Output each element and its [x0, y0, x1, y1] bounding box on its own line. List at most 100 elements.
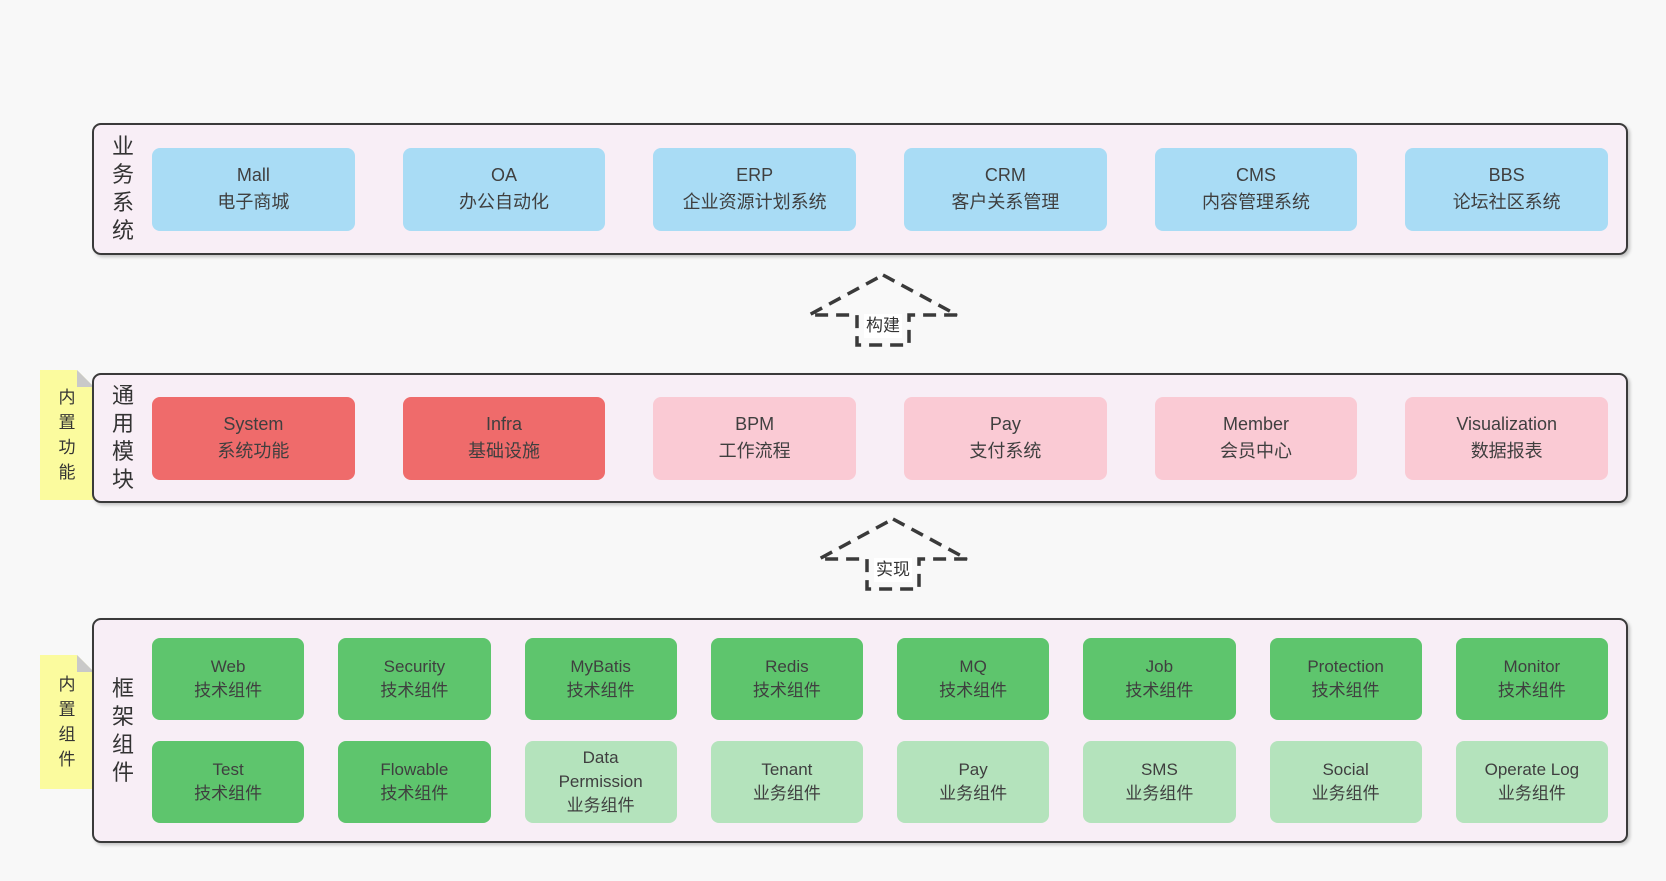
box-title: CMS	[1236, 165, 1277, 185]
box-subtitle: 技术组件	[752, 681, 821, 700]
panel-boxes: Mall 电子商城 OA 办公自动化 ERP 企业资源计划系统 CRM 客户关系…	[152, 125, 1626, 253]
box-operate-log: Operate Log 业务组件	[1455, 741, 1608, 823]
box-mq: MQ 技术组件	[897, 638, 1050, 720]
note-label: 内置组件	[58, 675, 76, 769]
box-subtitle: 技术组件	[380, 784, 449, 803]
panel-label: 通用模块	[94, 375, 152, 501]
box-title: Mall	[236, 165, 270, 185]
box-subtitle: 技术组件	[566, 681, 635, 700]
box-web: Web 技术组件	[152, 638, 305, 720]
box-title: Tenant	[761, 760, 813, 779]
box-title: OA	[491, 165, 518, 185]
box-title: Flowable	[380, 760, 449, 779]
box-title: Web	[210, 657, 246, 676]
box-title: Infra	[485, 414, 523, 434]
box-social: Social 业务组件	[1269, 741, 1422, 823]
box-title: Redis	[765, 657, 809, 676]
box-subtitle: 内容管理系统	[1202, 192, 1311, 212]
box-title: Pay	[989, 414, 1021, 434]
component-row-1: Web 技术组件 Security 技术组件 MyBatis 技术组件 Redi…	[152, 638, 1608, 720]
panel-label: 框架组件	[94, 620, 152, 841]
box-tenant: Tenant 业务组件	[710, 741, 863, 823]
box-title: Protection	[1307, 657, 1384, 676]
box-subtitle: 电子商城	[217, 192, 290, 212]
box-data-permission: Data Permission 业务组件	[524, 741, 677, 823]
box-subtitle: 企业资源计划系统	[682, 192, 827, 212]
box-subtitle: 业务组件	[1497, 784, 1566, 803]
box-system: System 系统功能	[152, 396, 355, 480]
box-title: MyBatis	[570, 657, 631, 676]
box-title: Social	[1322, 760, 1369, 779]
panel-boxes: System 系统功能 Infra 基础设施 BPM 工作流程 Pay 支付系统…	[152, 375, 1626, 501]
box-pay-biz: Pay 业务组件	[897, 741, 1050, 823]
box-title: CRM	[984, 165, 1026, 185]
panel-rows: Web 技术组件 Security 技术组件 MyBatis 技术组件 Redi…	[152, 620, 1626, 841]
box-subtitle: 基础设施	[468, 441, 540, 461]
box-title: Monitor	[1503, 657, 1561, 676]
box-monitor: Monitor 技术组件	[1455, 638, 1608, 720]
box-subtitle: 业务组件	[1311, 784, 1380, 803]
box-mybatis: MyBatis 技术组件	[524, 638, 677, 720]
box-subtitle: 业务组件	[939, 784, 1008, 803]
panel-common-modules: 通用模块 System 系统功能 Infra 基础设施 BPM 工作流程 Pay…	[92, 373, 1628, 503]
box-title: Pay	[958, 760, 988, 779]
box-subtitle: 技术组件	[1497, 681, 1566, 700]
panel-label-text: 业务系统	[111, 134, 134, 243]
box-subtitle: 技术组件	[1311, 681, 1380, 700]
arrow-build-label: 构建	[864, 314, 902, 338]
box-title: ERP	[736, 165, 774, 185]
box-subtitle: 工作流程	[718, 441, 791, 461]
box-test: Test 技术组件	[152, 741, 305, 823]
box-sms: SMS 业务组件	[1083, 741, 1236, 823]
box-crm: CRM 客户关系管理	[904, 147, 1107, 231]
box-visualization: Visualization 数据报表	[1405, 396, 1609, 480]
box-title: Job	[1145, 657, 1174, 676]
panel-label: 业务系统	[94, 125, 152, 253]
box-subtitle: 办公自动化	[459, 192, 549, 212]
box-title: Operate Log	[1484, 760, 1580, 779]
panel-label-text: 通用模块	[111, 383, 134, 492]
box-mall: Mall 电子商城	[152, 147, 355, 231]
box-title: Security	[383, 657, 446, 676]
box-subtitle: 技术组件	[939, 681, 1008, 700]
box-subtitle: 技术组件	[1125, 681, 1194, 700]
up-arrow-icon	[818, 517, 968, 591]
box-title: MQ	[959, 657, 987, 676]
box-title: Visualization	[1456, 414, 1558, 434]
box-bbs: BBS 论坛社区系统	[1405, 147, 1609, 231]
box-subtitle: 技术组件	[194, 784, 263, 803]
box-subtitle: 论坛社区系统	[1452, 192, 1561, 212]
box-subtitle: 业务组件	[566, 796, 635, 815]
box-job: Job 技术组件	[1083, 638, 1236, 720]
box-infra: Infra 基础设施	[402, 396, 606, 480]
box-subtitle: 数据报表	[1470, 441, 1543, 461]
box-security: Security 技术组件	[338, 638, 491, 720]
box-protection: Protection 技术组件	[1269, 638, 1422, 720]
box-title: Data Permission	[558, 748, 643, 791]
box-oa: OA 办公自动化	[402, 147, 606, 231]
box-subtitle: 客户关系管理	[951, 192, 1060, 212]
box-title: System	[223, 414, 284, 434]
panel-framework-components: 框架组件 Web 技术组件 Security 技术组件 MyBatis 技术组件…	[92, 618, 1628, 843]
sticky-note-built-in-features: 内置功能	[40, 370, 94, 500]
box-member: Member 会员中心	[1154, 396, 1358, 480]
box-pay: Pay 支付系统	[904, 396, 1107, 480]
box-subtitle: 技术组件	[380, 681, 449, 700]
box-subtitle: 系统功能	[217, 441, 290, 461]
arrow-implement: 实现	[816, 516, 970, 592]
up-arrow-icon	[808, 273, 958, 347]
box-redis: Redis 技术组件	[710, 638, 863, 720]
box-subtitle: 会员中心	[1220, 441, 1293, 461]
box-subtitle: 技术组件	[194, 681, 263, 700]
arrow-implement-label: 实现	[874, 558, 912, 582]
note-label: 内置功能	[58, 388, 76, 482]
arrow-build: 构建	[806, 272, 960, 348]
component-row-2: Test 技术组件 Flowable 技术组件 Data Permission …	[152, 741, 1608, 823]
box-title: SMS	[1140, 760, 1178, 779]
box-erp: ERP 企业资源计划系统	[653, 147, 857, 231]
box-title: Test	[212, 760, 244, 779]
box-cms: CMS 内容管理系统	[1154, 147, 1358, 231]
box-subtitle: 支付系统	[969, 441, 1042, 461]
box-bpm: BPM 工作流程	[653, 396, 857, 480]
